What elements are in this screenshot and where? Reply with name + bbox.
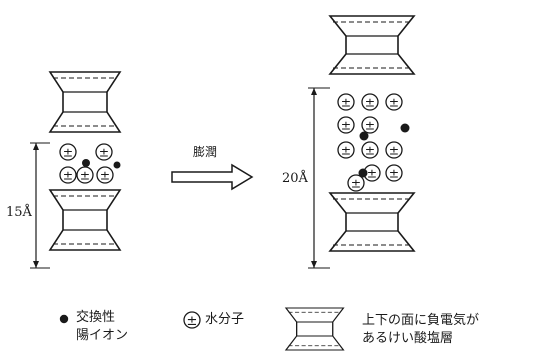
water-molecule: ± xyxy=(385,164,403,182)
spacing-label-before: 15Å xyxy=(6,205,32,220)
swelling-arrow xyxy=(171,163,254,191)
legend-water-label: 水分子 xyxy=(205,312,245,327)
svg-text:±: ± xyxy=(341,117,351,132)
svg-text:±: ± xyxy=(63,167,73,182)
svg-text:±: ± xyxy=(389,142,399,157)
left-stack: ± ± ± ± ± xyxy=(30,71,121,269)
water-molecule: ± xyxy=(337,116,355,134)
svg-text:±: ± xyxy=(80,167,90,182)
water-molecule: ± xyxy=(337,93,355,111)
svg-text:±: ± xyxy=(365,117,375,132)
left-interlayer: ± ± ± ± ± xyxy=(59,143,121,184)
cation xyxy=(358,168,368,178)
legend-cation-dot xyxy=(59,314,69,324)
cation xyxy=(400,123,410,133)
svg-text:±: ± xyxy=(341,142,351,157)
water-molecule: ± xyxy=(59,166,77,184)
svg-text:±: ± xyxy=(99,144,109,159)
silicate-layer-bottom-left xyxy=(49,189,121,251)
svg-text:±: ± xyxy=(367,165,377,180)
silicate-layer-bottom-right xyxy=(329,192,415,252)
water-molecule: ± xyxy=(337,141,355,159)
legend-cation-line1: 交換性 xyxy=(76,310,116,325)
svg-text:±: ± xyxy=(341,94,351,109)
legend-layer-line2: あるけい酸塩層 xyxy=(362,331,454,346)
dimension-20 xyxy=(308,87,330,269)
svg-text:±: ± xyxy=(351,175,361,190)
arrow-label: 膨潤 xyxy=(193,145,218,159)
svg-text:±: ± xyxy=(100,167,110,182)
silicate-layer-top-right xyxy=(329,15,415,75)
svg-text:±: ± xyxy=(365,94,375,109)
water-molecule: ± xyxy=(361,93,379,111)
dimension-15 xyxy=(30,142,50,269)
legend-cation-line2: 陽イオン xyxy=(76,328,129,343)
water-molecule: ± xyxy=(96,166,114,184)
spacing-label-after: 20Å xyxy=(282,171,308,186)
svg-text:±: ± xyxy=(63,144,73,159)
cation xyxy=(82,159,90,167)
legend: ± xyxy=(59,307,345,351)
cation xyxy=(113,161,121,169)
right-interlayer: ± ± ± ± ± ± ± ± ± ± ± xyxy=(337,93,410,192)
water-molecule: ± xyxy=(385,141,403,159)
svg-text:±: ± xyxy=(389,94,399,109)
water-molecule: ± xyxy=(361,116,379,134)
water-molecule: ± xyxy=(361,141,379,159)
silicate-layer-top-left xyxy=(49,71,121,133)
water-molecule: ± xyxy=(76,166,94,184)
legend-water-icon: ± xyxy=(183,311,201,329)
legend-layer-icon xyxy=(285,307,345,351)
right-stack: ± ± ± ± ± ± ± ± ± ± ± xyxy=(308,15,415,269)
water-molecule: ± xyxy=(95,143,113,161)
legend-layer-line1: 上下の面に負電気が xyxy=(362,313,480,328)
water-molecule: ± xyxy=(385,93,403,111)
legend-water-symbol: ± xyxy=(187,314,198,329)
svg-text:±: ± xyxy=(365,142,375,157)
water-molecule: ± xyxy=(347,174,365,192)
water-molecule: ± xyxy=(59,143,77,161)
cation xyxy=(359,131,369,141)
svg-text:±: ± xyxy=(389,165,399,180)
